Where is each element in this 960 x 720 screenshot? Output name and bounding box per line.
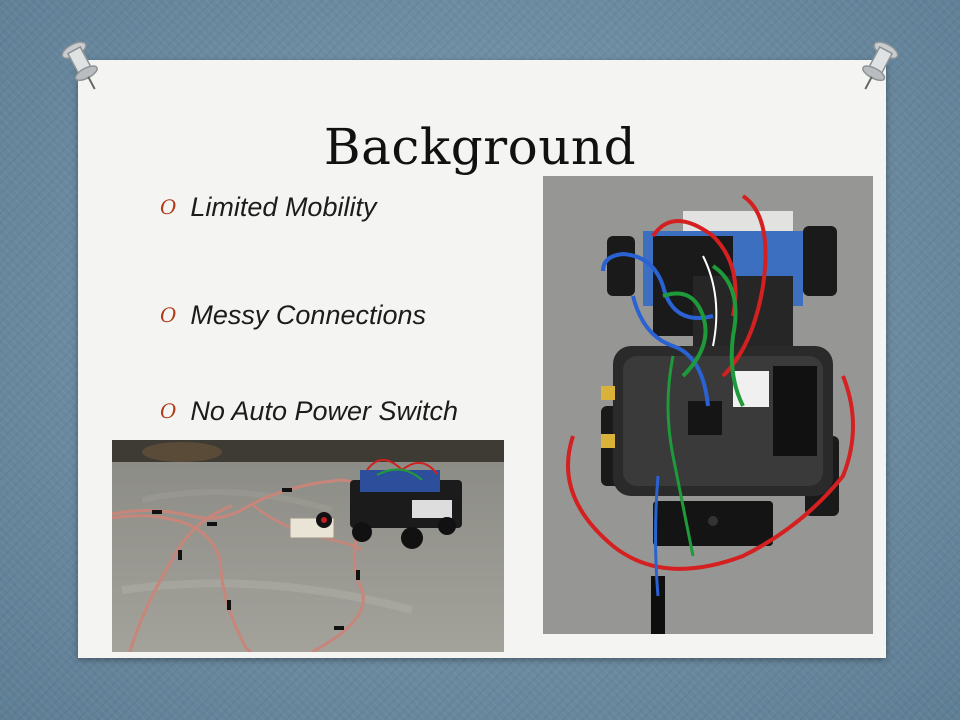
bullet-marker: O [160,399,177,423]
bullet-marker: O [160,303,177,327]
push-pin-icon [862,41,899,90]
bullet-text: No Auto Power Switch [190,396,459,426]
bullet-text: Messy Connections [190,300,427,330]
bullet-item: O No Auto Power Switch [160,396,458,427]
push-pin-icon [61,41,98,90]
bullet-item: O Messy Connections [160,300,426,331]
bullet-text: Limited Mobility [190,192,377,222]
robot-floor-photo [112,440,504,652]
bullet-item: O Limited Mobility [160,192,376,223]
bullet-marker: O [160,195,177,219]
robot-closeup-photo [543,176,873,634]
slide-title: Background [323,118,637,176]
